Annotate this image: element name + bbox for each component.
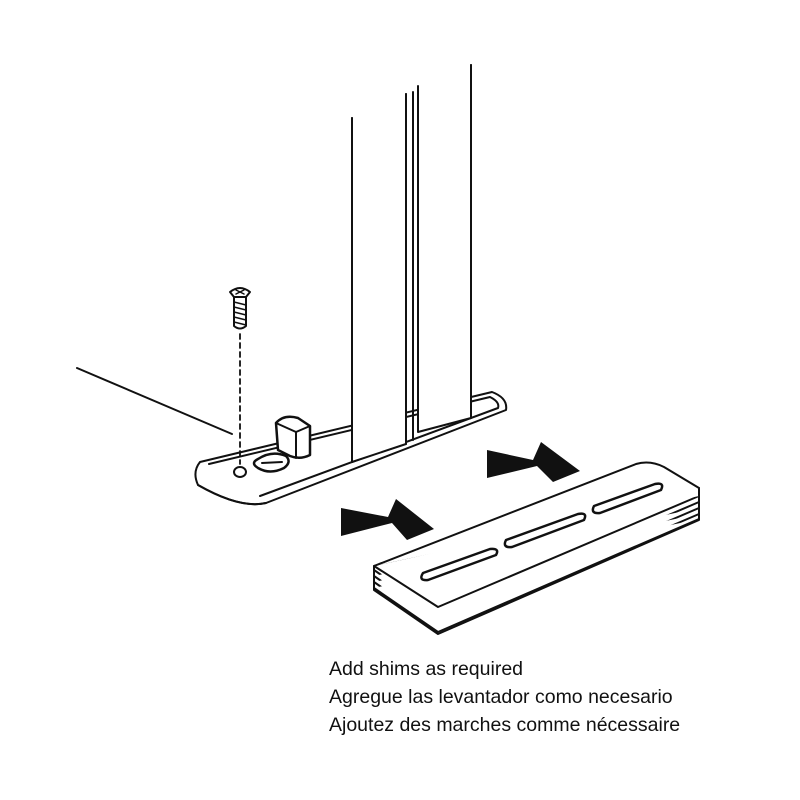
instruction-caption: Add shims as required Agregue las levant…	[329, 655, 680, 739]
instruction-french: Ajoutez des marches comme nécessaire	[329, 714, 681, 736]
shim-stack	[373, 461, 700, 635]
instruction-spanish: Agregue las levantador como necesario	[329, 686, 673, 708]
instruction-english: Add shims as required	[329, 658, 524, 680]
door-panels	[351, 64, 472, 463]
arrow-right-icon	[341, 442, 580, 540]
screw-icon	[229, 287, 251, 330]
floor-edge-line	[76, 367, 233, 435]
